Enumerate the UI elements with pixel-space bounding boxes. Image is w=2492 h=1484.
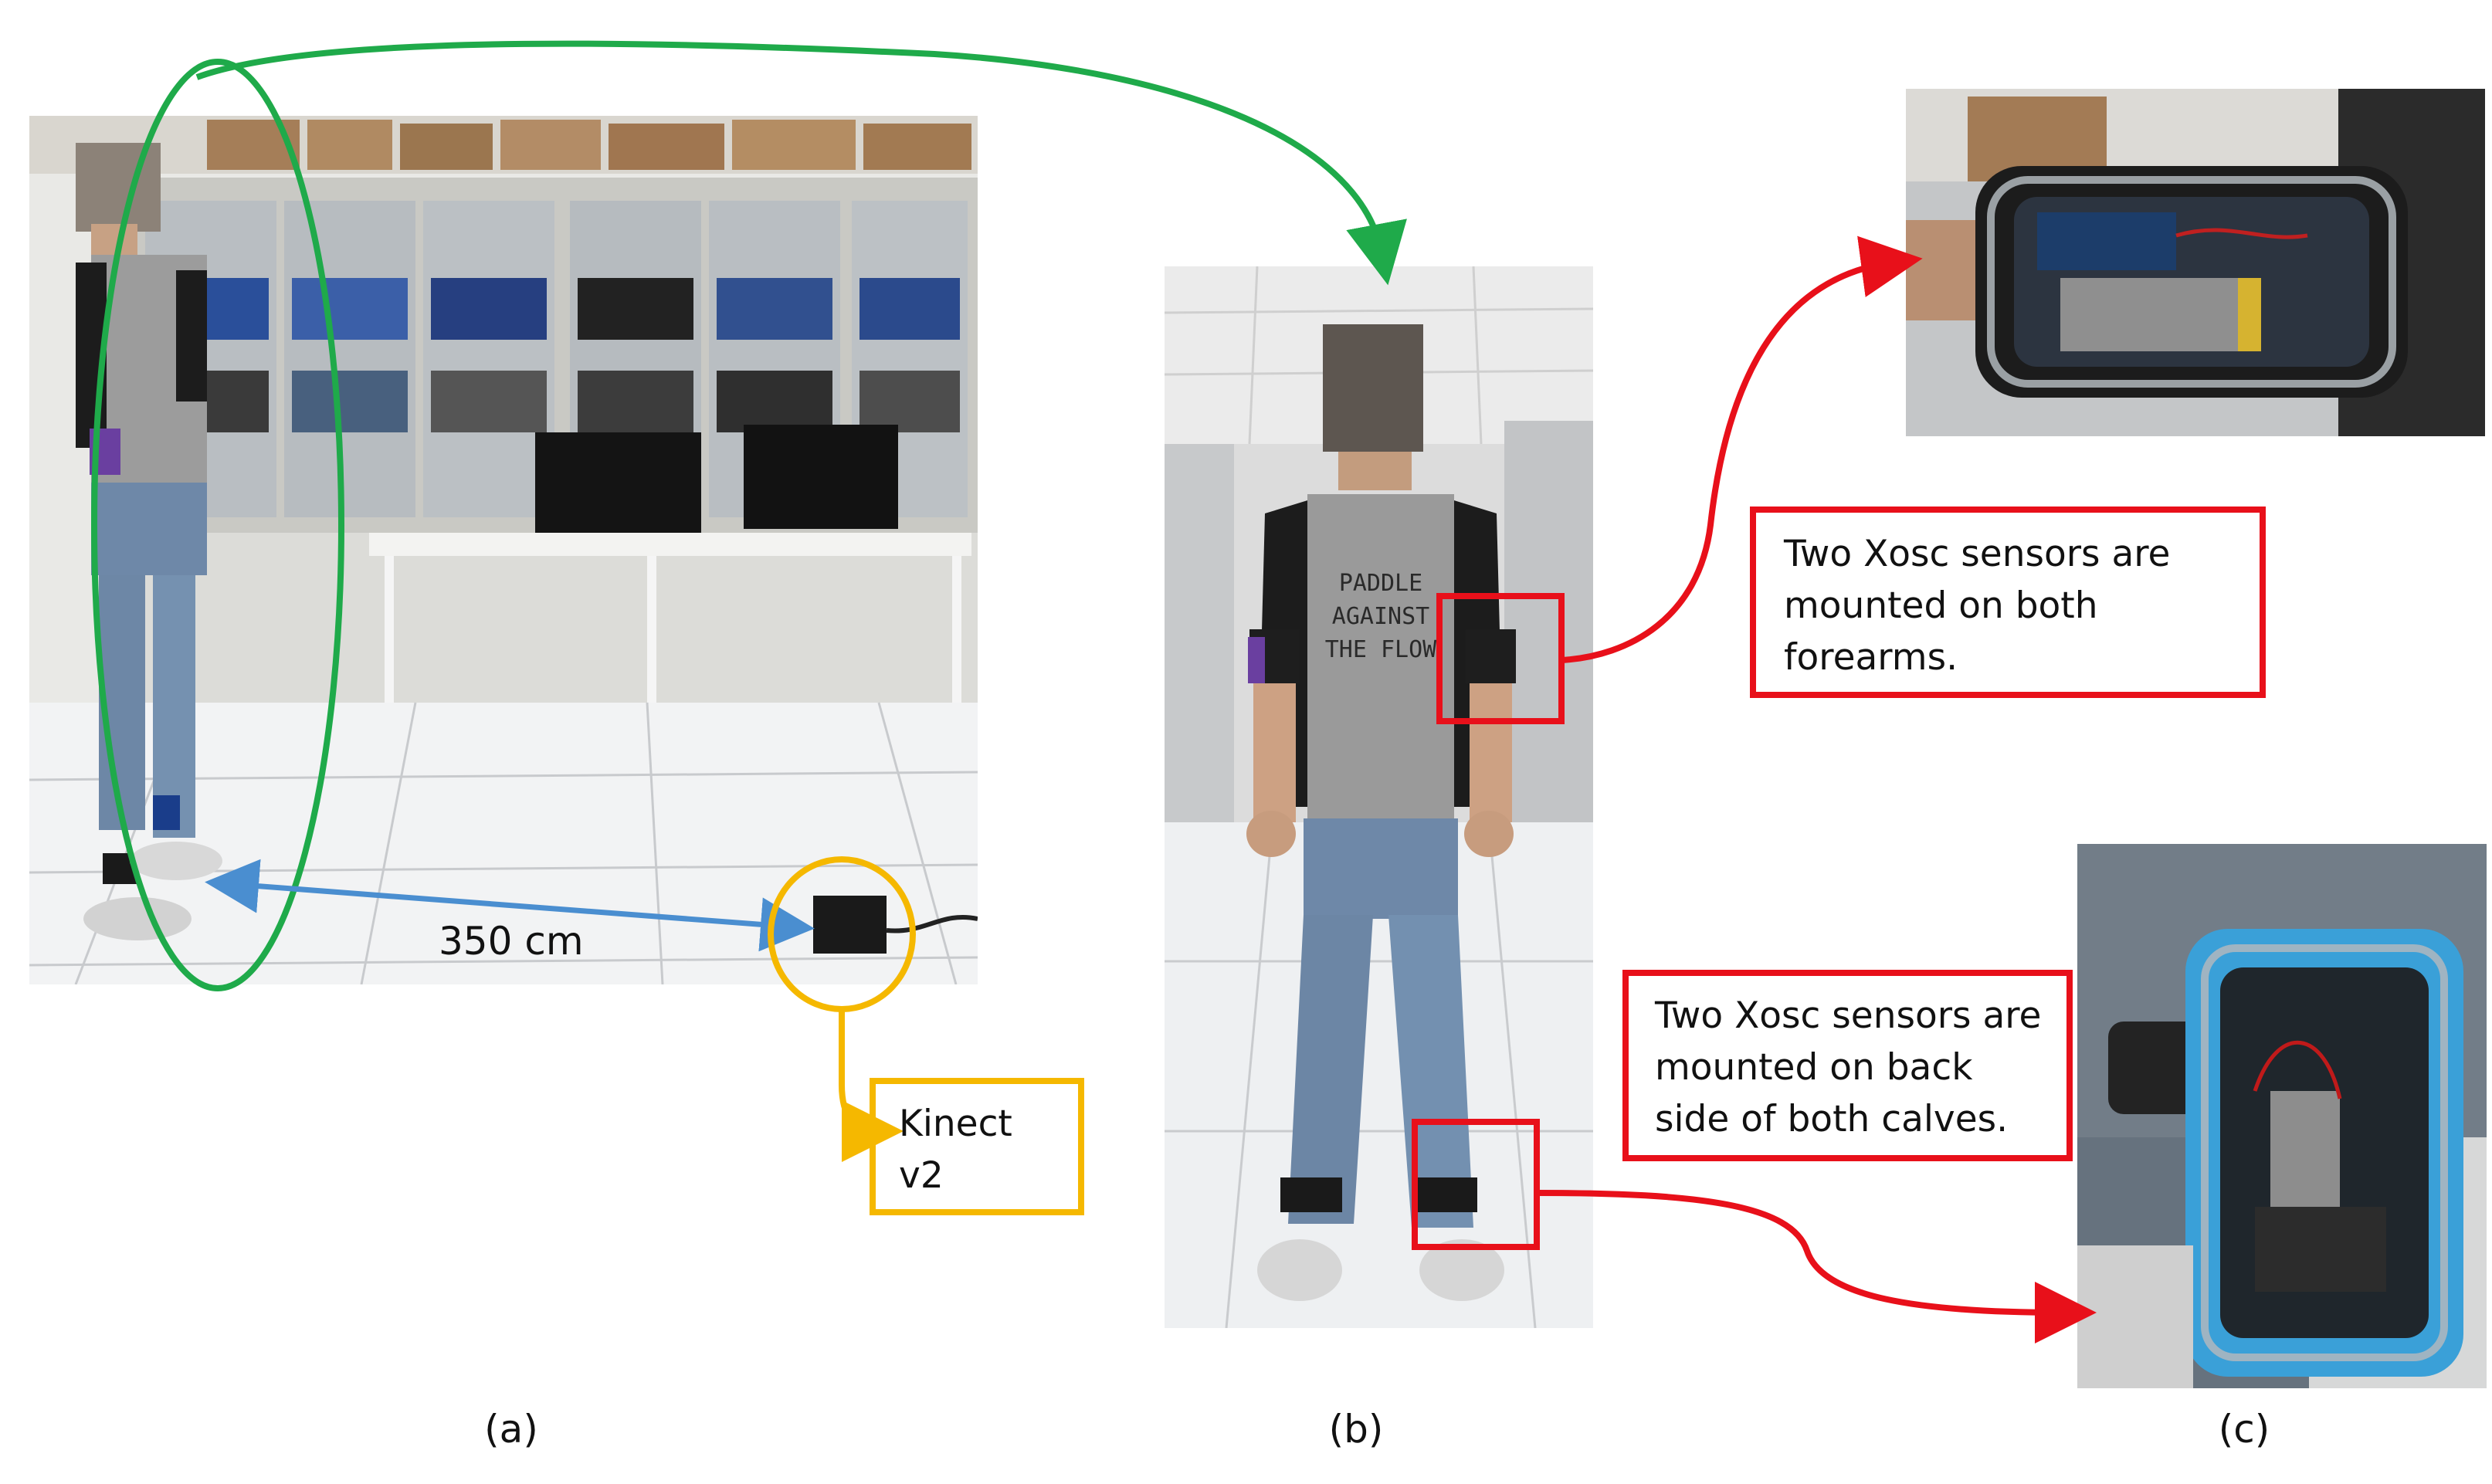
caption-c: (c) xyxy=(2218,1407,2270,1452)
shirt-text-line-2: AGAINST xyxy=(1332,603,1429,630)
photo-c-calf-sensor xyxy=(2077,844,2487,1388)
forearm-note-line-3: forearms. xyxy=(1784,636,1958,679)
calf-note: Two Xosc sensors are mounted on back sid… xyxy=(1629,976,2066,1155)
calf-note-line-2: mounted on back xyxy=(1655,1046,1973,1089)
forearm-note: Two Xosc sensors are mounted on both for… xyxy=(1756,513,2260,692)
photo-b-front-view: PADDLE AGAINST THE FLOW xyxy=(1165,266,1593,1328)
caption-b: (b) xyxy=(1328,1407,1384,1452)
shirt-text-line-3: THE FLOW xyxy=(1325,636,1437,663)
yellow-arrow-to-kinect-label xyxy=(839,1009,904,1162)
distance-label: 350 cm xyxy=(439,919,584,964)
caption-a: (a) xyxy=(484,1407,538,1452)
forearm-note-line-2: mounted on both xyxy=(1784,584,2098,627)
photo-c-forearm-sensor xyxy=(1906,89,2485,436)
shirt-text-line-1: PADDLE xyxy=(1339,570,1422,597)
calf-note-line-3: side of both calves. xyxy=(1655,1098,2009,1140)
kinect-label-line-1: Kinect xyxy=(899,1103,1012,1145)
calf-note-line-1: Two Xosc sensors are xyxy=(1655,994,2042,1037)
kinect-label-line-2: v2 xyxy=(899,1154,944,1197)
kinect-label: Kinect v2 xyxy=(876,1084,1078,1209)
photo-a-lab-scene xyxy=(29,116,978,984)
forearm-note-line-1: Two Xosc sensors are xyxy=(1784,533,2171,575)
red-arrow-calf xyxy=(1536,1190,2097,1343)
